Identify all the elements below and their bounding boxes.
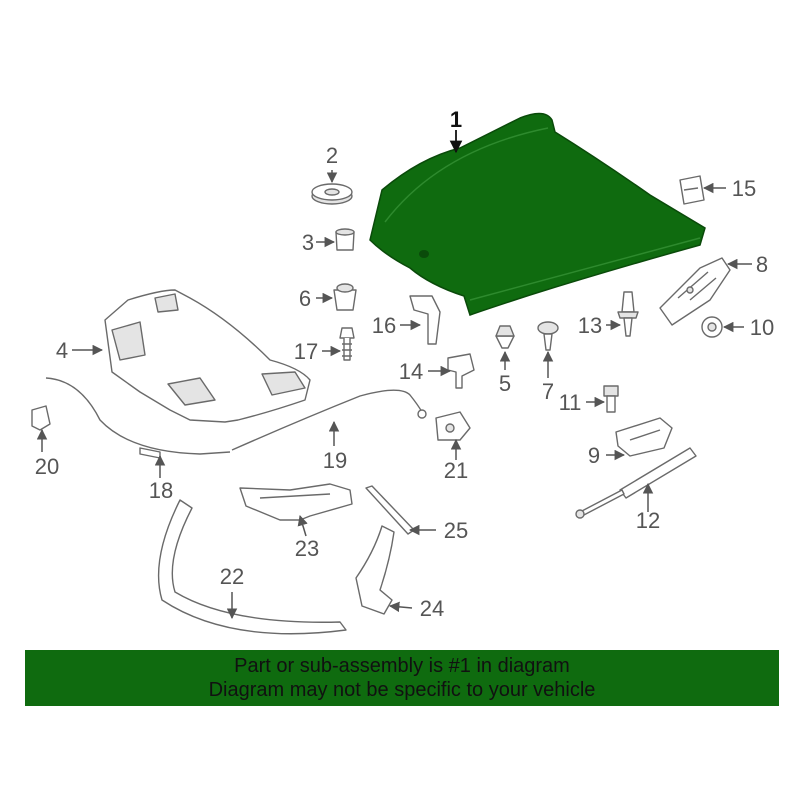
callout-25: 25 [444,518,468,543]
hood-part-1[interactable] [369,112,706,316]
banner-line-2: Diagram may not be specific to your vehi… [208,679,596,701]
callout-2: 2 [326,143,338,168]
latch-part-20[interactable] [31,405,51,431]
callout-17: 17 [294,339,318,364]
callout-12: 12 [636,508,660,533]
callout-10: 10 [750,315,774,340]
callout-1: 1 [450,107,462,132]
callout-22: 22 [220,564,244,589]
insulator-part-4[interactable] [104,289,311,423]
callout-3: 3 [302,230,314,255]
callout-16: 16 [372,313,396,338]
bolt-part-11[interactable] [603,385,619,413]
bracket-part-16[interactable] [409,295,441,345]
gas-strut-part-12[interactable] [575,447,697,519]
leader-lines [36,130,752,620]
callout-7: 7 [542,379,554,404]
callout-11: 11 [559,390,582,415]
callout-4: 4 [56,338,68,363]
bracket-part-15[interactable] [679,175,705,205]
buffer-part-6[interactable] [333,283,357,311]
callout-8: 8 [756,252,768,277]
seal-part-22[interactable] [157,499,347,635]
info-banner: Part or sub-assembly is #1 in diagram Di… [25,650,779,706]
callout-20: 20 [35,454,59,479]
callout-9: 9 [588,443,600,468]
callout-14: 14 [399,359,423,384]
nut-part-10[interactable] [701,316,723,338]
grommet-part-2[interactable] [311,183,353,205]
callout-19: 19 [323,448,347,473]
lock-part-21[interactable] [435,411,471,441]
clip-part-7[interactable] [537,321,559,351]
seal-part-25[interactable] [365,485,415,535]
air-duct-part-24[interactable] [355,525,395,615]
callout-6: 6 [299,286,311,311]
cable-part-19[interactable] [231,389,427,451]
callout-24: 24 [420,596,444,621]
latch-bracket-part-14[interactable] [447,353,475,389]
callout-15: 15 [732,176,756,201]
hinge-part-8[interactable] [659,257,731,326]
pin-part-13[interactable] [617,291,639,337]
callout-21: 21 [444,458,468,483]
bump-stop-part-3[interactable] [335,228,355,251]
adjuster-part-17[interactable] [339,327,355,361]
hinge-bracket-part-9[interactable] [615,417,673,457]
callout-5: 5 [499,371,511,396]
air-guide-part-23[interactable] [239,483,353,521]
callout-labels: 1 2 3 6 17 4 15 8 10 13 16 14 5 7 11 9 1… [35,107,774,621]
callout-18: 18 [149,478,173,503]
banner-line-1: Part or sub-assembly is #1 in diagram [234,655,570,677]
clip-part-5[interactable] [495,325,515,349]
callout-13: 13 [578,313,602,338]
callout-23: 23 [295,536,319,561]
